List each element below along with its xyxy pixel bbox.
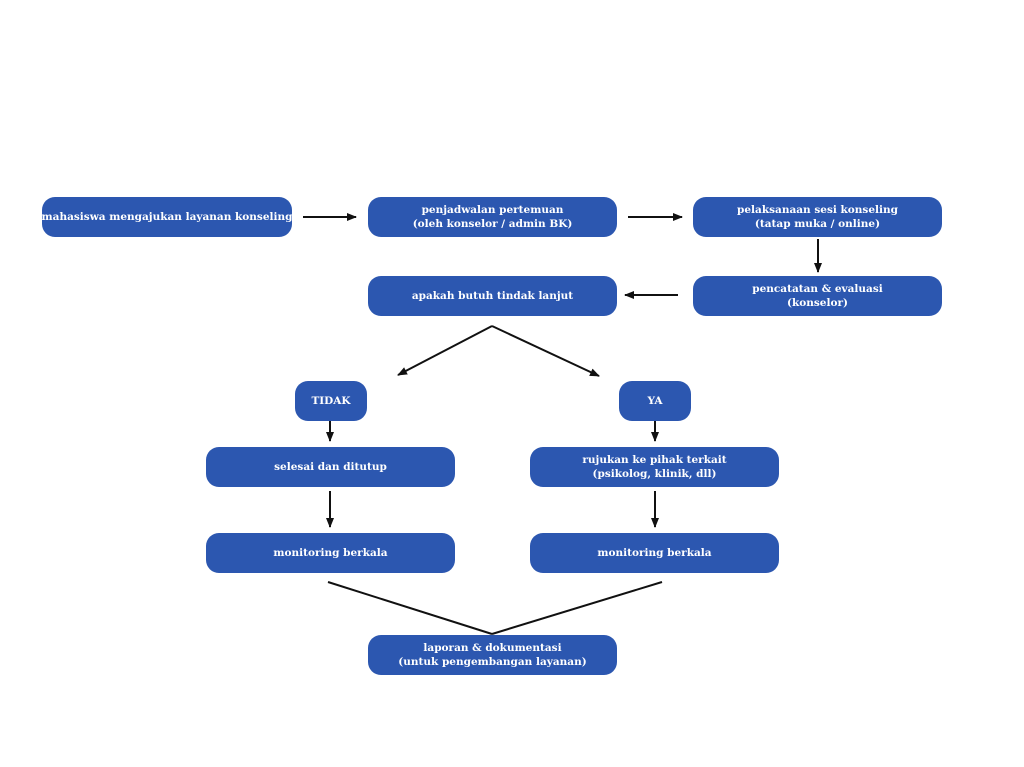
node-session-line-1: pelaksanaan sesi konseling: [737, 204, 898, 216]
connector-monitoring-left-to-report: [327, 581, 493, 635]
node-monitoring-left: monitoring berkala: [206, 533, 455, 573]
node-report-line-2: (untuk pengembangan layanan): [398, 656, 587, 668]
node-yes: YA: [619, 381, 691, 421]
node-closed-line-1: selesai dan ditutup: [274, 461, 387, 473]
node-scheduling-line-2: (oleh konselor / admin BK): [412, 218, 573, 230]
node-decision: apakah butuh tindak lanjut: [368, 276, 617, 316]
node-session: pelaksanaan sesi konseling (tatap muka /…: [693, 197, 942, 237]
node-monitoring-left-line-1: monitoring berkala: [273, 547, 388, 559]
node-session-line-2: (tatap muka / online): [754, 218, 881, 230]
node-request: mahasiswa mengajukan layanan konseling: [42, 197, 292, 237]
node-recording-line-2: (konselor): [787, 297, 848, 309]
node-recording-line-1: pencatatan & evaluasi: [752, 283, 883, 295]
node-referral-line-1: rujukan ke pihak terkait: [582, 454, 727, 466]
connector-monitoring-right-to-report: [491, 581, 663, 635]
node-report: laporan & dokumentasi (untuk pengembanga…: [368, 635, 617, 675]
arrow-decision-to-yes: [491, 325, 600, 377]
node-no: TIDAK: [295, 381, 367, 421]
node-report-line-1: laporan & dokumentasi: [423, 642, 562, 654]
node-request-line-1: mahasiswa mengajukan layanan konseling: [41, 211, 293, 223]
node-decision-line-1: apakah butuh tindak lanjut: [411, 290, 574, 302]
node-scheduling: penjadwalan pertemuan (oleh konselor / a…: [368, 197, 617, 237]
node-scheduling-line-1: penjadwalan pertemuan: [421, 204, 564, 216]
node-no-line-1: TIDAK: [311, 395, 351, 407]
node-referral: rujukan ke pihak terkait (psikolog, klin…: [530, 447, 779, 487]
arrow-decision-to-no: [397, 325, 493, 376]
node-recording: pencatatan & evaluasi (konselor): [693, 276, 942, 316]
node-monitoring-right: monitoring berkala: [530, 533, 779, 573]
node-closed: selesai dan ditutup: [206, 447, 455, 487]
node-yes-line-1: YA: [647, 395, 663, 407]
node-monitoring-right-line-1: monitoring berkala: [597, 547, 712, 559]
node-referral-line-2: (psikolog, klinik, dll): [592, 468, 717, 480]
